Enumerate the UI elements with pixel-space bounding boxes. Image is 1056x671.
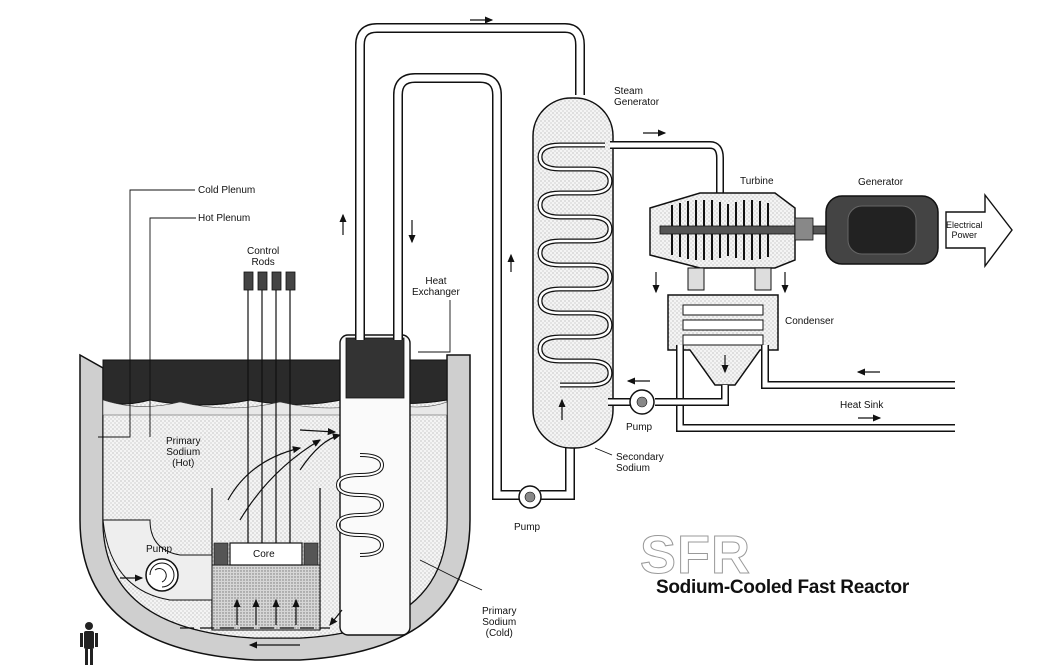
reactor-vessel bbox=[79, 353, 471, 661]
leader-lines bbox=[98, 189, 613, 591]
intermediate-heat-exchanger bbox=[329, 334, 411, 636]
steam-generator bbox=[532, 97, 614, 449]
turbine-label: Turbine bbox=[740, 176, 774, 187]
condensate-pump bbox=[629, 389, 655, 415]
primary-pump-label: Pump bbox=[146, 544, 173, 555]
secondary-loop-pipe bbox=[339, 16, 585, 500]
secondary-sodium-label: Secondary Sodium bbox=[616, 452, 664, 474]
condenser-label: Condenser bbox=[785, 316, 834, 327]
cold-plenum-label: Cold Plenum bbox=[198, 185, 256, 196]
diagram-title: Sodium-Cooled Fast Reactor bbox=[656, 577, 909, 598]
control-rods-label: Control Rods bbox=[247, 246, 280, 268]
generator-label: Generator bbox=[858, 177, 904, 188]
control-rods bbox=[243, 271, 296, 543]
electrical-power-label: Electrical Power bbox=[946, 220, 983, 240]
secondary-pump-bottom bbox=[518, 485, 542, 509]
condenser bbox=[652, 267, 789, 386]
core-block bbox=[229, 542, 303, 566]
primary-pump bbox=[102, 519, 213, 601]
heat-exchanger-label: Heat Exchanger bbox=[412, 276, 460, 298]
heat-sink-label: Heat Sink bbox=[840, 400, 884, 411]
primary-sodium-cold-label: Primary Sodium (Cold) bbox=[482, 606, 517, 639]
core-label: Core bbox=[253, 549, 275, 560]
sfr-logo: SFR bbox=[640, 525, 751, 585]
primary-sodium-hot-label: Primary Sodium (Hot) bbox=[166, 436, 201, 469]
condensate-pump-label: Pump bbox=[626, 422, 653, 433]
hot-plenum-label: Hot Plenum bbox=[198, 213, 251, 224]
core-flow-arrows bbox=[180, 598, 330, 649]
electrical-power-arrow bbox=[945, 192, 1013, 269]
steam-line bbox=[610, 129, 724, 195]
heat-sink-lines bbox=[676, 345, 955, 432]
person-scale-icon bbox=[80, 622, 98, 665]
turbine bbox=[649, 192, 831, 269]
steam-generator-label: Steam Generator bbox=[614, 86, 660, 108]
feedwater-line bbox=[608, 377, 729, 406]
secondary-pump-label: Pump bbox=[514, 522, 541, 533]
generator bbox=[825, 195, 939, 265]
